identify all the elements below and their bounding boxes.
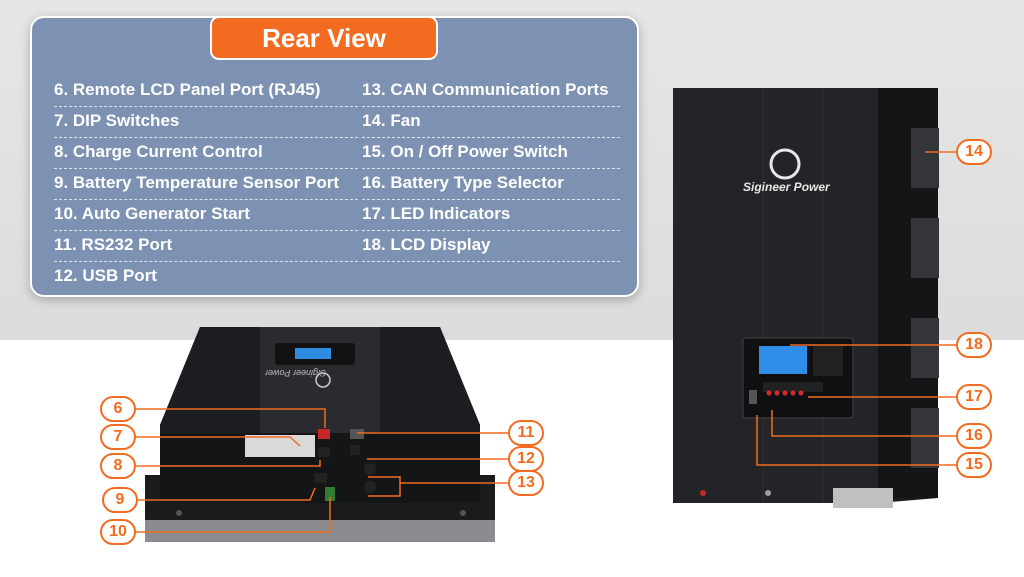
- front-view-inverter: [673, 88, 939, 508]
- callout-badge: 10: [100, 519, 136, 545]
- feature-item: 15. On / Off Power Switch: [362, 138, 620, 169]
- callout-badge: 11: [508, 420, 544, 446]
- feature-item: 10. Auto Generator Start: [54, 200, 358, 231]
- callout-badge: 16: [956, 423, 992, 449]
- feature-item: 16. Battery Type Selector: [362, 169, 620, 200]
- callout-badge: 9: [102, 487, 138, 513]
- callout-badge: 13: [508, 470, 544, 496]
- feature-item: 9. Battery Temperature Sensor Port: [54, 169, 358, 200]
- features-panel: [30, 16, 639, 297]
- feature-list-left: 6. Remote LCD Panel Port (RJ45) 7. DIP S…: [54, 76, 358, 293]
- front-brand-label: Sigineer Power: [743, 180, 830, 194]
- feature-item: 11. RS232 Port: [54, 231, 358, 262]
- callout-badge: 8: [100, 453, 136, 479]
- panel-title: Rear View: [210, 16, 438, 60]
- feature-item: 8. Charge Current Control: [54, 138, 358, 169]
- callout-badge: 7: [100, 424, 136, 450]
- feature-item: 14. Fan: [362, 107, 620, 138]
- callout-badge: 18: [956, 332, 992, 358]
- feature-item: 12. USB Port: [54, 266, 157, 285]
- feature-item: 6. Remote LCD Panel Port (RJ45): [54, 76, 358, 107]
- callout-badge: 15: [956, 452, 992, 478]
- callout-badge: 17: [956, 384, 992, 410]
- feature-list-right: 13. CAN Communication Ports 14. Fan 15. …: [362, 76, 620, 262]
- rear-view-inverter: [145, 327, 495, 542]
- callout-badge: 6: [100, 396, 136, 422]
- callout-badge: 14: [956, 139, 992, 165]
- feature-item: 7. DIP Switches: [54, 107, 358, 138]
- feature-item: 17. LED Indicators: [362, 200, 620, 231]
- callout-badge: 12: [508, 446, 544, 472]
- feature-item: 13. CAN Communication Ports: [362, 76, 620, 107]
- feature-item: 18. LCD Display: [362, 231, 620, 262]
